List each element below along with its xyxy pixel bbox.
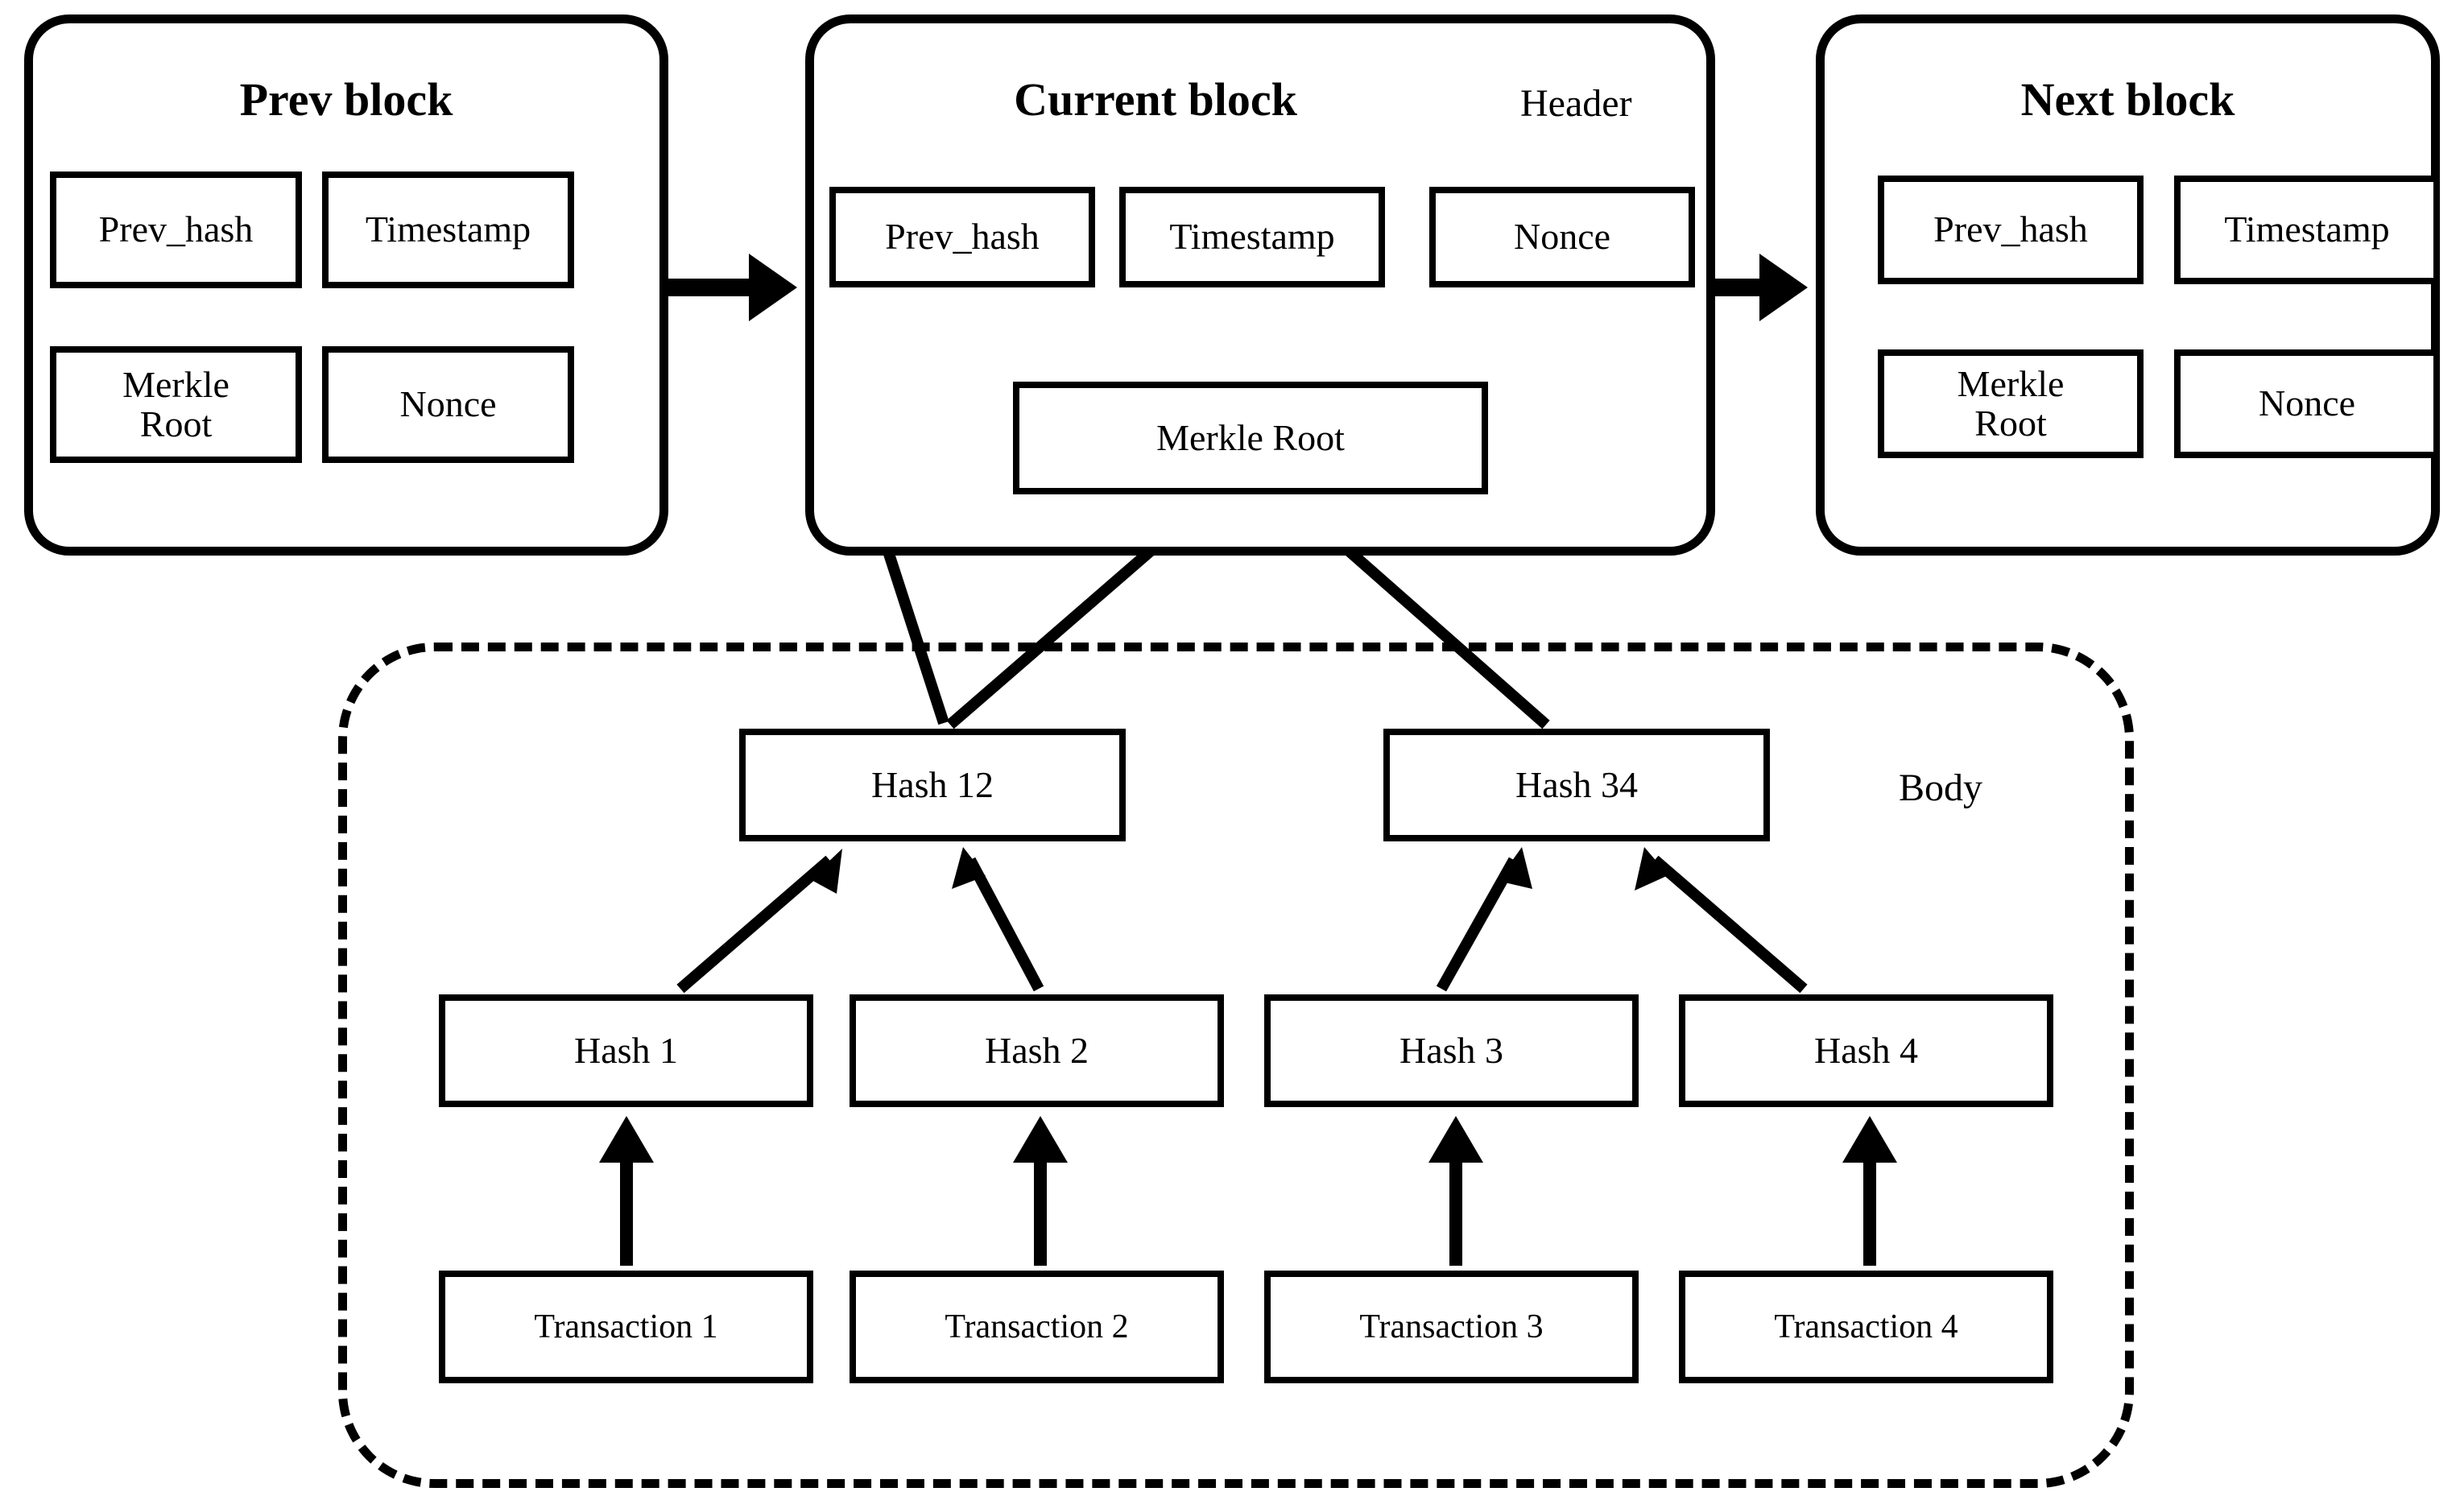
next-block-field-prev-hash[interactable]: Prev_hash [1878,176,2144,284]
transaction-4-box[interactable]: Transaction 4 [1679,1271,2053,1383]
hash-1-box[interactable]: Hash 1 [439,994,813,1107]
prev-block-field-prev-hash[interactable]: Prev_hash [50,172,302,288]
current-block-field-merkle-root[interactable]: Merkle Root [1013,382,1488,494]
next-block[interactable] [1816,14,2440,556]
current-block-field-timestamp[interactable]: Timestamp [1119,187,1385,287]
next-block-field-timestamp[interactable]: Timestamp [2174,176,2440,284]
header-label: Header [1520,82,1632,125]
prev-block-field-timestamp[interactable]: Timestamp [322,172,574,288]
hash-3-box[interactable]: Hash 3 [1264,994,1639,1107]
hash-34-box[interactable]: Hash 34 [1383,729,1770,841]
hash-2-box[interactable]: Hash 2 [850,994,1224,1107]
body-label: Body [1899,767,1983,809]
body-container [338,643,2134,1488]
current-block-title: Current block [1014,73,1297,126]
hash-4-box[interactable]: Hash 4 [1679,994,2053,1107]
current-block-field-prev-hash[interactable]: Prev_hash [829,187,1095,287]
next-block-title: Next block [2020,73,2235,126]
transaction-2-box[interactable]: Transaction 2 [850,1271,1224,1383]
prev-block-field-merkle-root[interactable]: Merkle Root [50,346,302,463]
prev-block-title: Prev block [239,73,453,126]
hash-12-box[interactable]: Hash 12 [739,729,1126,841]
prev-block-field-nonce[interactable]: Nonce [322,346,574,463]
next-block-field-merkle-root[interactable]: Merkle Root [1878,349,2144,458]
chain-arrow-prev-to-current [668,254,797,321]
next-block-field-nonce[interactable]: Nonce [2174,349,2440,458]
current-block-field-nonce[interactable]: Nonce [1429,187,1695,287]
transaction-1-box[interactable]: Transaction 1 [439,1271,813,1383]
transaction-3-box[interactable]: Transaction 3 [1264,1271,1639,1383]
